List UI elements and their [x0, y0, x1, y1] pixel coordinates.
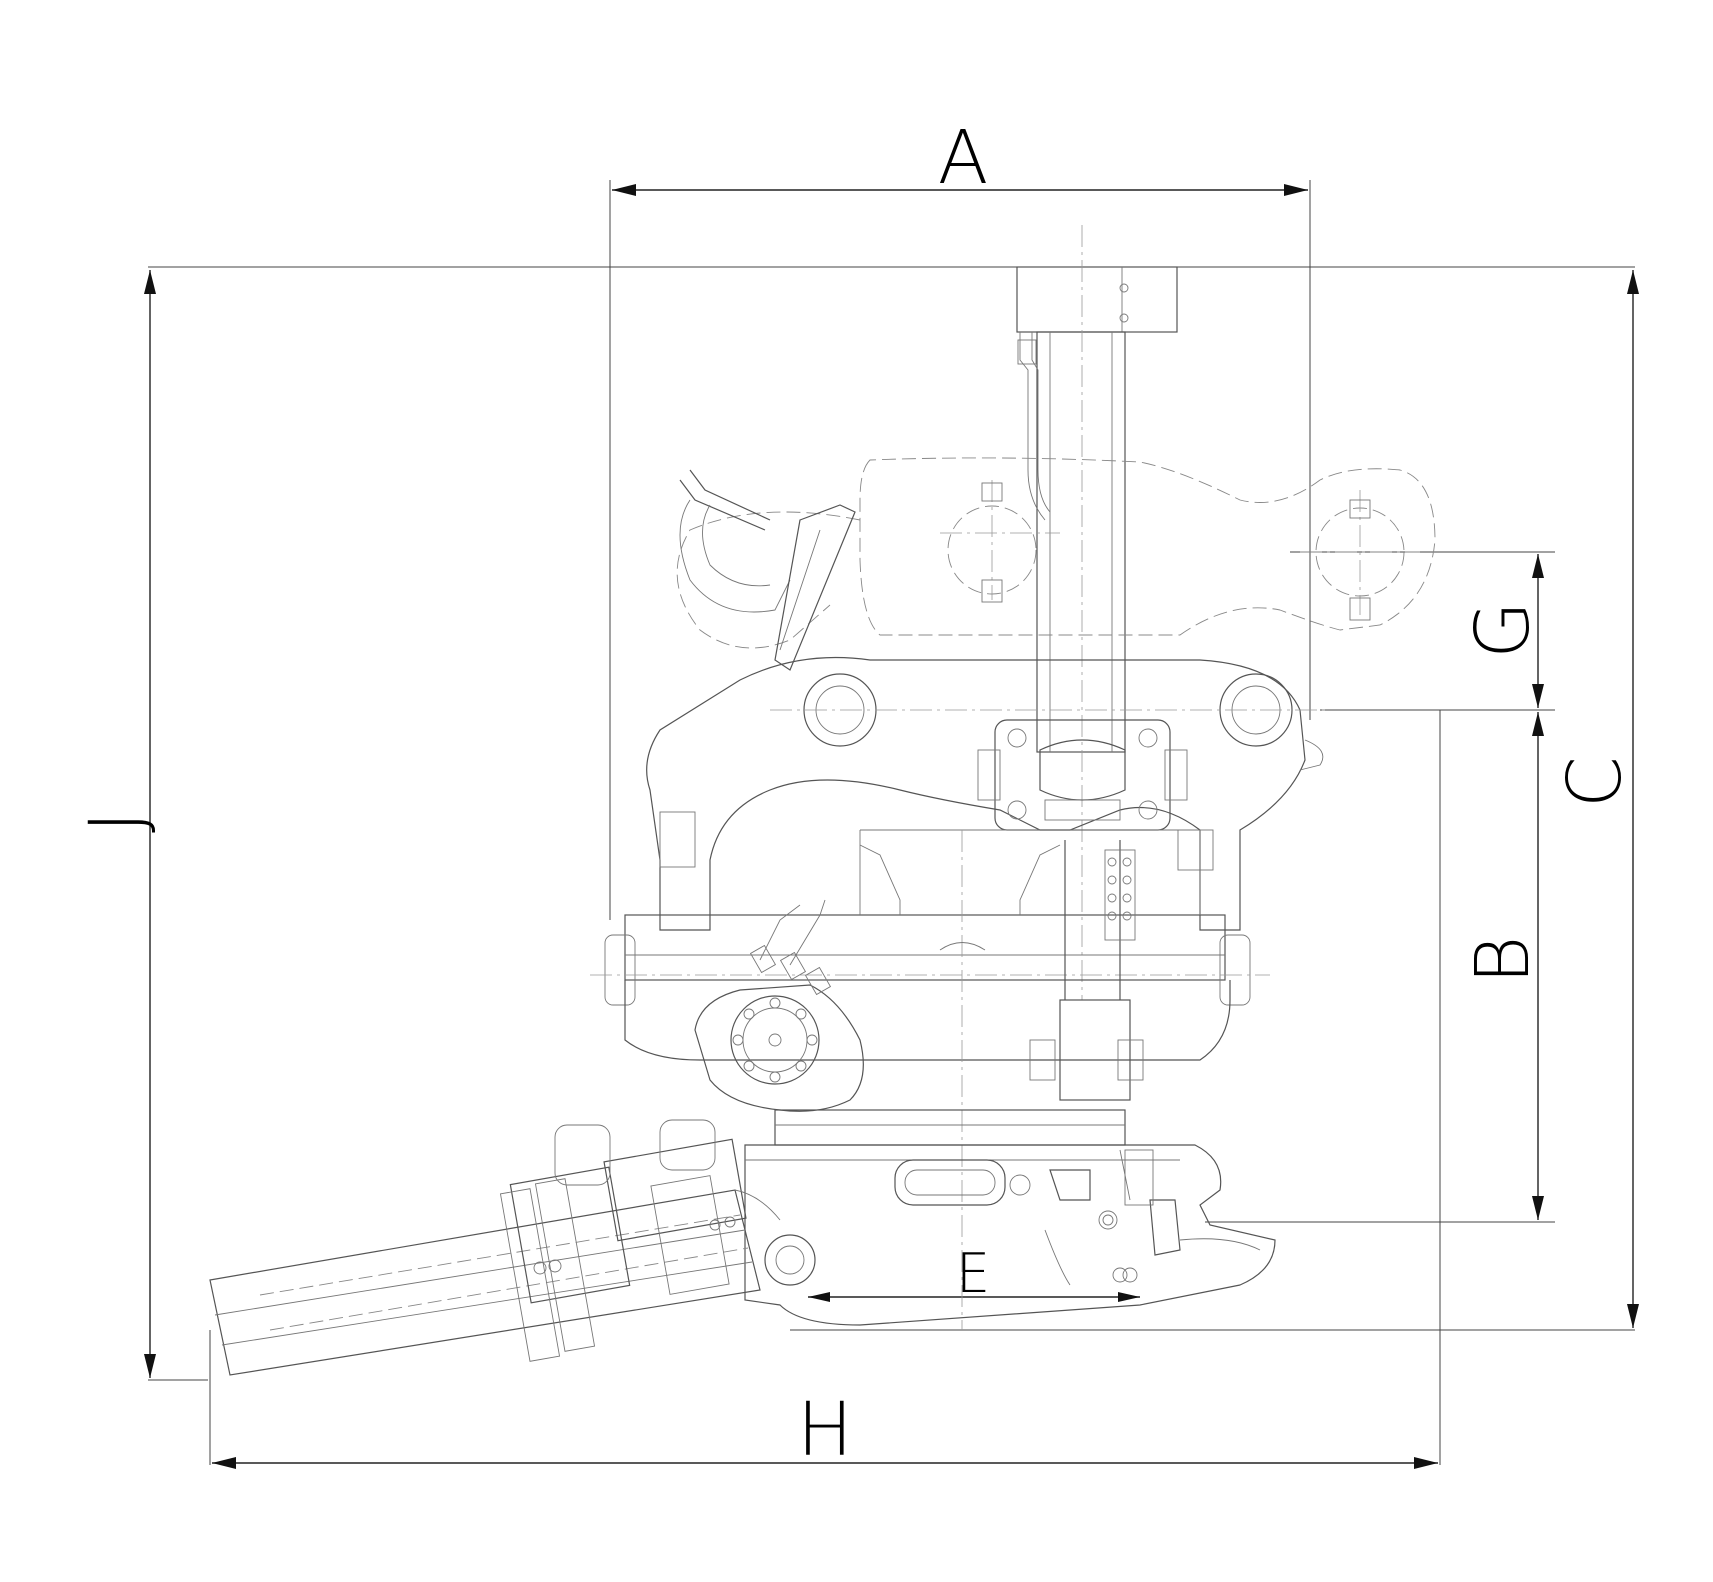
dimension-label-G: G [1460, 601, 1546, 658]
dimension-A [612, 184, 1308, 196]
main-frame [646, 656, 1330, 931]
dimension-label-B: B [1460, 936, 1546, 984]
dimension-label-C: C [1552, 756, 1638, 808]
extension-lines [148, 180, 1635, 1465]
lock-hook [679, 469, 856, 671]
hydraulic-motor [694, 899, 864, 1112]
dimension-C [1627, 270, 1639, 1328]
cylinder-clamp [977, 719, 1188, 831]
dimension-label-H: H [797, 1387, 853, 1473]
attachment-bracket [676, 457, 1436, 649]
dimension-label-E: E [956, 1242, 990, 1305]
tilt-arm [209, 1119, 781, 1376]
dimension-G [1532, 554, 1544, 708]
rotator-body [590, 829, 1270, 1330]
rotator-cylinder [1016, 225, 1178, 1000]
dimension-J [144, 270, 156, 1378]
dimension-label-A: A [938, 115, 989, 201]
dimension-label-J: J [74, 811, 160, 833]
slew-ring [774, 1109, 1126, 1146]
lower-quick-coupler [744, 1144, 1276, 1326]
dimension-B [1532, 712, 1544, 1220]
dimension-H [212, 1457, 1438, 1469]
dimension-E [808, 1292, 1140, 1302]
